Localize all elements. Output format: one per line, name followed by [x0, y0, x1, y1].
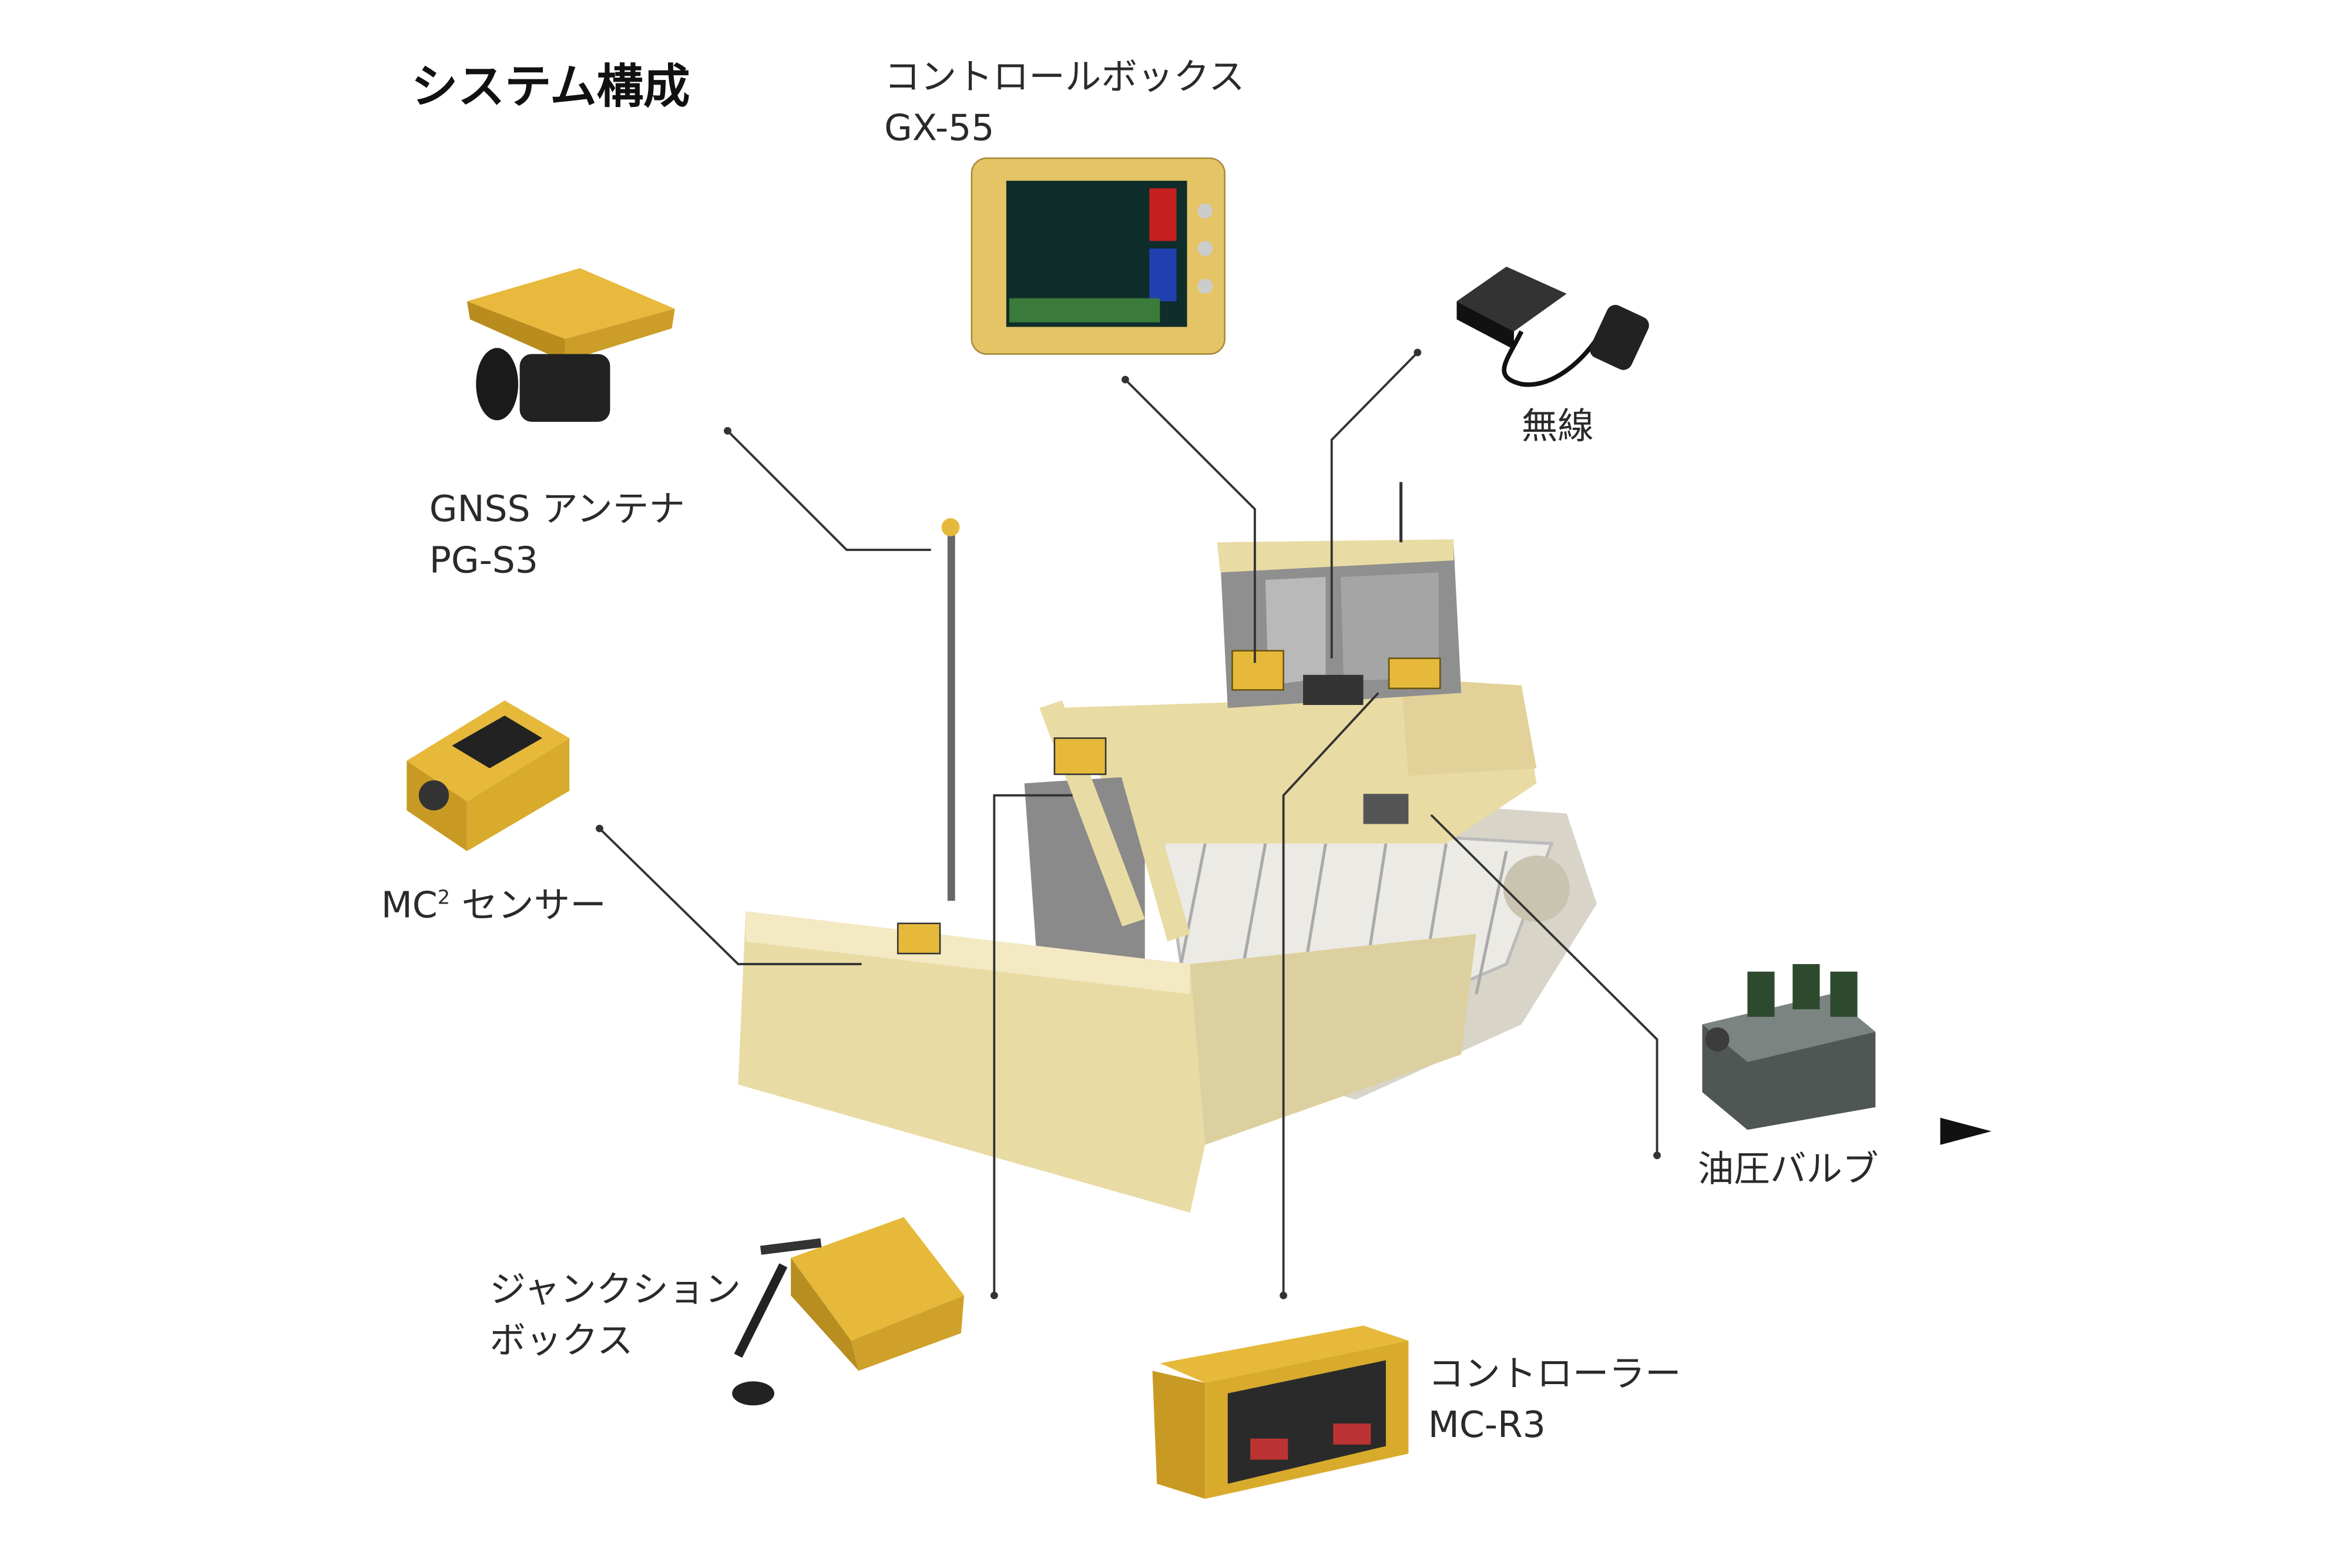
gnss-antenna-name: GNSS アンテナ: [429, 488, 685, 530]
mc2-sensor-image: [407, 700, 570, 851]
next-arrow-icon: [1940, 1117, 1992, 1145]
controller-image: [1152, 1325, 1409, 1499]
control-box-name: コントロールボックス: [884, 55, 1245, 98]
bulldozer-illustration: [738, 482, 1597, 1213]
hydraulic-valve-label: 油圧バルブ: [1697, 1147, 1879, 1190]
mc2-prefix: MC: [381, 884, 438, 926]
gnss-antenna-model: PG-S3: [429, 539, 538, 582]
junction-box-image: [732, 1217, 965, 1406]
control-box-model: GX-55: [884, 107, 995, 149]
gnss-antenna-image: [466, 268, 675, 422]
control-box-label: コントロールボックス GX-55: [884, 51, 1245, 153]
control-box-image: [971, 157, 1226, 355]
page-title: システム構成: [411, 60, 690, 115]
junction-box-label: ジャンクション ボックス: [489, 1264, 741, 1366]
mc2-sensor-label: MC2 センサー: [381, 874, 606, 931]
junction-box-name-2: ボックス: [489, 1319, 633, 1362]
hydraulic-valve-image: [1702, 964, 1876, 1130]
controller-name: コントローラー: [1428, 1352, 1681, 1395]
controller-model: MC-R3: [1428, 1404, 1546, 1446]
mc2-superscript: 2: [437, 887, 451, 910]
radio-image: [1456, 266, 1649, 387]
radio-label: 無線: [1521, 405, 1594, 448]
mc2-suffix: センサー: [450, 884, 606, 926]
leader-lines: [599, 351, 1659, 1296]
junction-box-name-1: ジャンクション: [489, 1268, 741, 1311]
controller-label: コントローラー MC-R3: [1428, 1348, 1681, 1451]
gnss-antenna-label: GNSS アンテナ PG-S3: [429, 484, 685, 586]
